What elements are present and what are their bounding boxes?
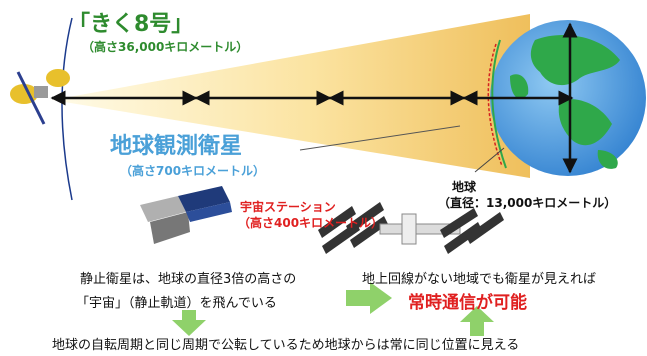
observation-satellite-title: 地球観測衛星	[110, 134, 243, 159]
geo-orbit-arc	[61, 17, 73, 201]
space-station-title: 宇宙ステーション	[240, 200, 336, 214]
earth-label: 地球	[452, 180, 477, 194]
earth-diameter-label: （直径：13,000キロメートル）	[438, 196, 617, 210]
geo-note-line2: 「宇宙」（静止軌道）を飛んでいる	[76, 296, 277, 311]
kiku8-title: 「きく8号」	[68, 12, 194, 37]
space-station-icon	[318, 202, 504, 254]
space-station-altitude: （高さ400キロメートル）	[238, 216, 384, 230]
always-connected-note: 常時通信が可能	[408, 293, 527, 313]
kiku8-altitude: （高さ36,000キロメートル）	[82, 40, 249, 54]
observation-leader-line	[299, 125, 461, 151]
satellite-kiku8-icon	[10, 69, 70, 125]
rural-note: 地上回線がない地域でも衛星が見えれば	[362, 272, 597, 287]
arrow-right-green	[346, 282, 392, 314]
arrow-up-green	[460, 306, 494, 336]
geo-note-line1: 静止衛星は、地球の直径3倍の高さの	[80, 272, 297, 287]
arrow-down-green	[172, 310, 206, 336]
rotation-period-note: 地球の自転周期と同じ周期で公転しているため地球からは常に同じ位置に見える	[52, 338, 520, 353]
observation-satellite-altitude: （高さ700キロメートル）	[120, 164, 266, 178]
earth-pointer-line	[474, 147, 505, 173]
observation-satellite-icon	[140, 186, 232, 244]
